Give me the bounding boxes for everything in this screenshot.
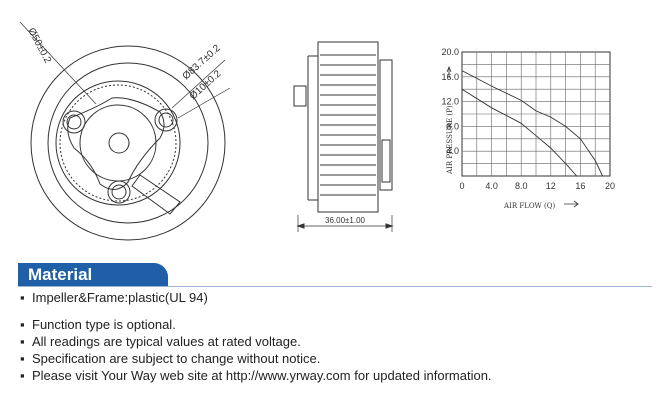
material-list: ▪ Impeller&Frame:plastic(UL 94)	[20, 289, 208, 306]
note-text: Please visit Your Way web site at http:/…	[32, 368, 492, 383]
x-axis-label: AIR FLOW (Q)	[503, 202, 555, 210]
frame-inner-circle	[47, 62, 209, 224]
dim-outer-label: Ø50±0.2	[25, 26, 53, 65]
chart-series	[461, 70, 604, 177]
note-text: Specification are subject to change with…	[32, 351, 321, 366]
series-line-2	[461, 88, 578, 177]
series-line-1	[461, 70, 604, 177]
side-frame	[317, 41, 379, 213]
note-item: ▪ Please visit Your Way web site at http:…	[20, 367, 492, 384]
x-tick-label: 20	[605, 181, 615, 191]
side-view	[293, 41, 394, 232]
y-tick-label: 4.0	[446, 146, 459, 156]
x-tick-label: 12	[546, 181, 556, 191]
material-title: Material	[28, 265, 93, 284]
impeller-ring	[55, 80, 181, 206]
y-tick-label: 20.0	[441, 47, 459, 57]
triangular-bracket	[67, 97, 165, 190]
dim-width-label: 36.00±1.00	[325, 216, 366, 225]
y-axis-label: AIR PRESSURE (P)	[446, 105, 454, 175]
bullet-icon: ▪	[20, 368, 25, 383]
section-divider	[18, 286, 652, 287]
hub-circle	[79, 104, 157, 182]
y-tick-label: 12.0	[441, 97, 459, 107]
note-text: All readings are typical values at rated…	[32, 334, 301, 349]
note-item: ▪ All readings are typical values at rate…	[20, 333, 492, 350]
material-item: ▪ Impeller&Frame:plastic(UL 94)	[20, 289, 208, 306]
y-tick-label: 8.0	[446, 121, 459, 131]
note-item: ▪ Specification are subject to change wit…	[20, 350, 492, 367]
section-header-bar	[18, 263, 168, 287]
x-tick-labels: 0 4.0 8.0 12 16 20	[459, 181, 615, 191]
note-item: ▪ Function type is optional.	[20, 316, 492, 333]
material-item-text: Impeller&Frame:plastic(UL 94)	[32, 290, 208, 305]
notes-list: ▪ Function type is optional. ▪ All reading…	[20, 316, 492, 384]
x-tick-label: 8.0	[515, 181, 528, 191]
bullet-icon: ▪	[20, 334, 25, 349]
x-tick-label: 0	[459, 181, 464, 191]
frame-outer-circle	[30, 45, 226, 241]
chart-grid	[462, 52, 610, 176]
bullet-icon: ▪	[20, 351, 25, 366]
y-tick-labels: 4.0 8.0 12.0 16.0 20.0	[441, 47, 459, 156]
bullet-icon: ▪	[20, 317, 25, 332]
performance-chart: 0 4.0 8.0 12 16 20 4.0 8.0 12.0 16.0 20.0 AIR PRE…	[441, 47, 615, 210]
y-tick-label: 16.0	[441, 72, 459, 82]
front-view	[19, 21, 231, 241]
x-tick-label: 4.0	[485, 181, 498, 191]
note-text: Function type is optional.	[32, 317, 176, 332]
bullet-icon: ▪	[20, 290, 25, 305]
material-section-header: Material	[18, 263, 168, 287]
x-tick-label: 16	[575, 181, 585, 191]
